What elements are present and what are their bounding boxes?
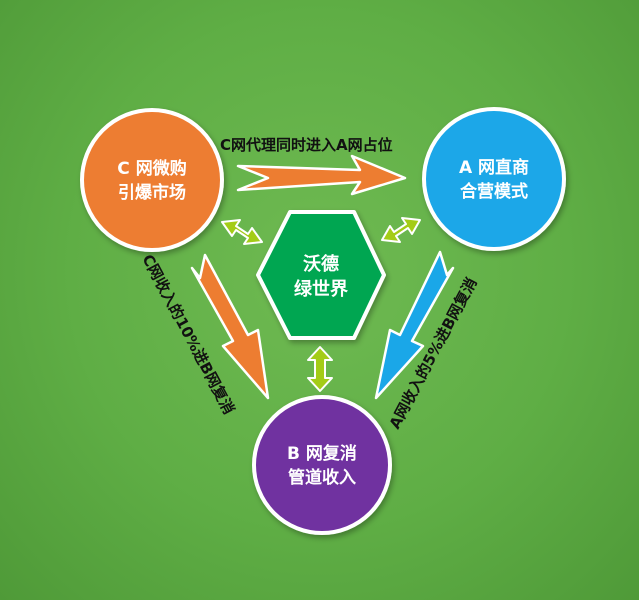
edge-label-c-to-a: C网代理同时进入A网占位	[220, 136, 393, 154]
center-line1: 沃德	[303, 253, 339, 275]
center-line2: 绿世界	[294, 278, 348, 300]
node-c-line1: C 网微购	[117, 158, 186, 179]
edge-label-c-to-b: C网收入的10%进B网复消	[138, 251, 238, 417]
node-a-line2: 合营模式	[460, 181, 528, 202]
link-arrow-center-b	[307, 346, 333, 392]
node-c	[80, 108, 224, 252]
node-b-circle	[252, 395, 392, 535]
node-b	[252, 395, 392, 535]
node-b-line2: 管道收入	[288, 467, 356, 488]
center-hexagon	[256, 210, 386, 340]
node-a	[422, 107, 566, 251]
link-arrow-center-a	[381, 217, 421, 243]
arrow-c-to-b	[190, 253, 270, 400]
node-b-line1: B 网复消	[287, 443, 357, 464]
arrow-c-to-a	[236, 154, 407, 196]
arrow-a-to-b	[374, 250, 455, 400]
node-a-line1: A 网直商	[459, 157, 529, 178]
node-c-line2: 引爆市场	[118, 182, 186, 203]
node-c-circle	[80, 108, 224, 252]
node-a-circle	[422, 107, 566, 251]
link-arrow-center-c	[221, 219, 263, 245]
